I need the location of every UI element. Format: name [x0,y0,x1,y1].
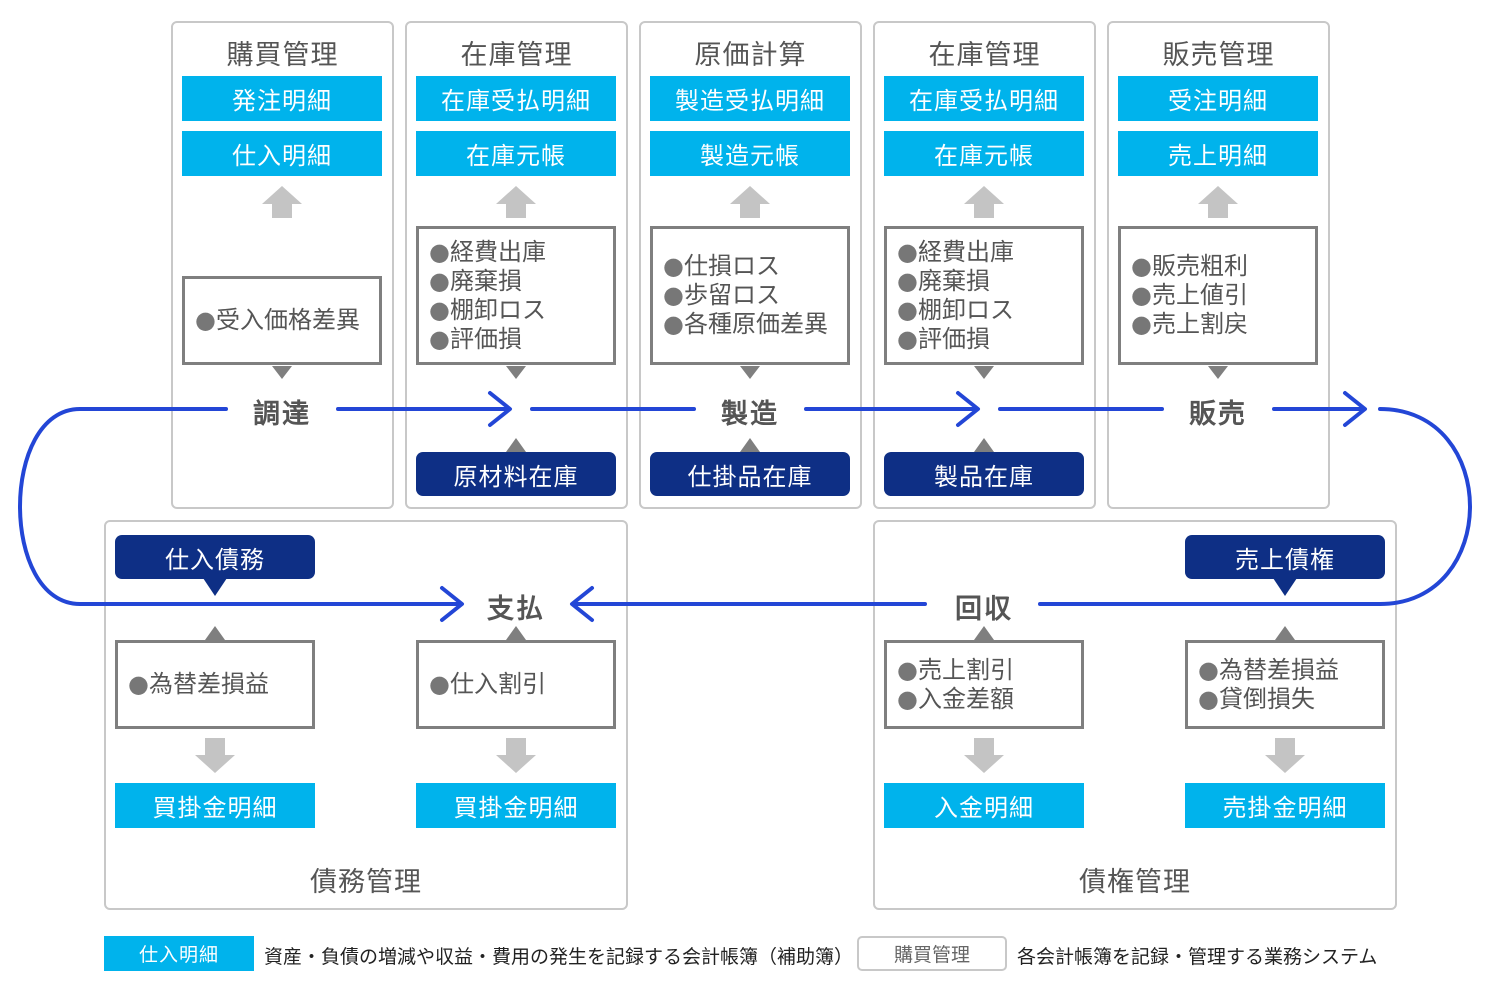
arrow-down-icon [496,738,536,773]
ledger-inventory-ledger-raw: 在庫元帳 [416,131,616,176]
chevron-right-icon [488,391,512,427]
event-item: 歩留ロス [663,281,847,310]
chevron-right-icon [440,586,464,622]
pointer-down-icon [1208,366,1228,379]
ledger-deposit-detail: 入金明細 [884,783,1084,828]
stage-procurement: 調達 [253,399,311,430]
event-item: 売上割戻 [1131,310,1315,339]
pointer-up-icon [740,438,760,452]
event-item: 貸倒損失 [1198,685,1382,714]
ledger-accounts-payable-1: 買掛金明細 [115,783,315,828]
arrow-up-icon [1198,186,1238,218]
tag-payables: 仕入債務 [115,535,315,579]
event-item: 各種原価差異 [663,310,847,339]
event-list-inventory-goods: 経費出庫 廃棄損 棚卸ロス 評価損 [884,226,1084,365]
gray-arrows [195,186,1305,773]
chevron-right-icon [1343,391,1367,427]
arrow-up-icon [730,186,770,218]
event-item: 為替差損益 [128,670,312,699]
arrow-down-icon [1265,738,1305,773]
legend-ledger-description: 資産・負債の増減や収益・費用の発生を記録する会計帳簿（補助簿） [264,946,854,968]
event-item: 売上割引 [897,656,1081,685]
event-list-purchasing: 受入価格差異 [182,276,382,365]
legend-ledger-sample: 仕入明細 [104,936,254,971]
pointer-down-icon [506,366,526,379]
pointer-down-icon [974,366,994,379]
arrow-up-icon [262,186,302,218]
event-list-sales: 販売粗利 売上値引 売上割戻 [1118,226,1318,365]
ledger-purchase-detail: 仕入明細 [182,131,382,176]
event-item: 売上値引 [1131,281,1315,310]
ledger-inventory-receipt-raw: 在庫受払明細 [416,76,616,121]
event-list-costing: 仕損ロス 歩留ロス 各種原価差異 [650,226,850,365]
event-item: 仕損ロス [663,252,847,281]
ledger-inventory-ledger-goods: 在庫元帳 [884,131,1084,176]
event-list-purchase-discount: 仕入割引 [416,640,616,729]
system-title: 債務管理 [310,867,422,898]
arrow-up-icon [496,186,536,218]
chevron-right-icon [956,391,980,427]
tag-receivables: 売上債権 [1185,535,1385,579]
stage-manufacturing: 製造 [721,399,779,430]
tag-pointers [203,578,1297,596]
legend-system-sample: 購買管理 [857,936,1007,971]
arrow-down-icon [964,738,1004,773]
event-list-fx-receivables: 為替差損益 貸倒損失 [1185,640,1385,729]
stage-sales: 販売 [1189,399,1247,430]
system-title: 購買管理 [226,40,339,71]
event-list-collection: 売上割引 入金差額 [884,640,1084,729]
pointer-up-icon [974,626,994,640]
event-item: 経費出庫 [429,238,613,267]
chevron-left-icon [570,586,594,622]
system-title: 在庫管理 [928,40,1041,71]
pointer-up-icon [506,626,526,640]
event-item: 入金差額 [897,685,1081,714]
flow-loop [18,391,1472,622]
pointer-down-icon [1273,578,1297,596]
ledger-purchase-order: 発注明細 [182,76,382,121]
tag-raw-materials: 原材料在庫 [416,452,616,496]
pointer-down-icon [272,366,292,379]
ledger-manufacturing-receipt: 製造受払明細 [650,76,850,121]
pointer-up-icon [974,438,994,452]
event-item: 経費出庫 [897,238,1081,267]
event-item: 販売粗利 [1131,252,1315,281]
ledger-sales-detail: 売上明細 [1118,131,1318,176]
pointer-down-icon [740,366,760,379]
stage-collection: 回収 [955,594,1013,625]
pointer-up-icon [205,626,225,640]
system-title: 在庫管理 [460,40,573,71]
pointer-up-icon [1275,626,1295,640]
ledger-accounts-payable-2: 買掛金明細 [416,783,616,828]
pointer-triangles [205,366,1295,640]
pointer-down-icon [203,578,227,596]
event-item: 廃棄損 [429,267,613,296]
legend-system-description: 各会計帳簿を記録・管理する業務システム [1017,946,1378,968]
event-item: 廃棄損 [897,267,1081,296]
event-item: 棚卸ロス [897,296,1081,325]
event-item: 仕入割引 [429,670,613,699]
tag-wip: 仕掛品在庫 [650,452,850,496]
stage-payment: 支払 [487,594,545,625]
system-title: 債権管理 [1079,867,1191,898]
event-item: 棚卸ロス [429,296,613,325]
event-item: 評価損 [897,325,1081,354]
event-list-fx-payables: 為替差損益 [115,640,315,729]
ledger-inventory-receipt-goods: 在庫受払明細 [884,76,1084,121]
event-item: 受入価格差異 [195,306,379,335]
ledger-accounts-receivable: 売掛金明細 [1185,783,1385,828]
arrow-up-icon [964,186,1004,218]
system-title: 販売管理 [1162,40,1275,71]
ledger-sales-order: 受注明細 [1118,76,1318,121]
tag-finished-goods: 製品在庫 [884,452,1084,496]
event-item: 為替差損益 [1198,656,1382,685]
arrow-down-icon [195,738,235,773]
system-title: 原価計算 [694,40,807,71]
pointer-up-icon [506,438,526,452]
ledger-manufacturing-ledger: 製造元帳 [650,131,850,176]
event-list-inventory-raw: 経費出庫 廃棄損 棚卸ロス 評価損 [416,226,616,365]
event-item: 評価損 [429,325,613,354]
